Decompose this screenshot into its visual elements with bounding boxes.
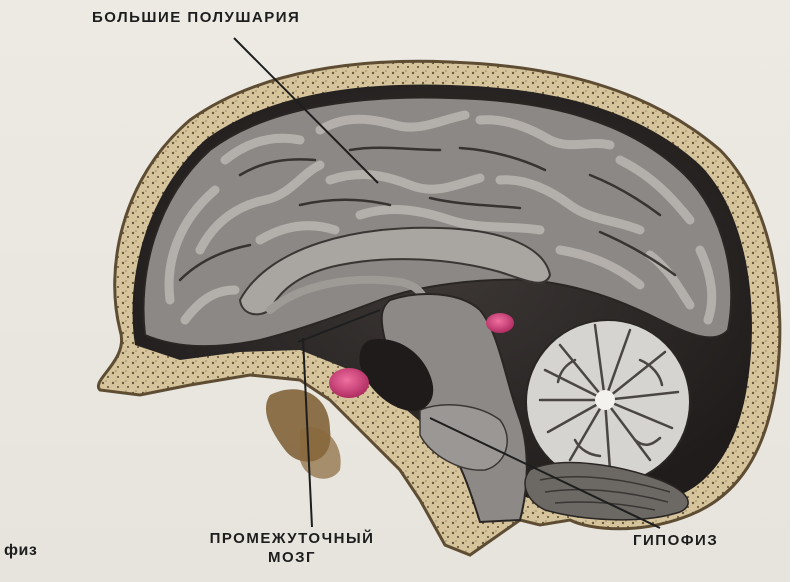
pituitary-gland bbox=[329, 368, 369, 398]
right-border bbox=[790, 0, 798, 582]
label-cropped-text: физ bbox=[4, 541, 37, 560]
sinus-area-lower bbox=[300, 427, 341, 478]
pineal-gland bbox=[486, 313, 514, 333]
arbor-vitae-core bbox=[595, 390, 615, 410]
label-diencephalon: ПРОМЕЖУТОЧНЫЙ МОЗГ bbox=[182, 529, 402, 567]
label-diencephalon-line2: МОЗГ bbox=[182, 548, 402, 567]
label-diencephalon-line1: ПРОМЕЖУТОЧНЫЙ bbox=[182, 529, 402, 548]
label-cerebral-hemispheres: БОЛЬШИЕ ПОЛУШАРИЯ bbox=[92, 8, 300, 27]
label-pituitary: ГИПОФИЗ bbox=[633, 531, 718, 550]
